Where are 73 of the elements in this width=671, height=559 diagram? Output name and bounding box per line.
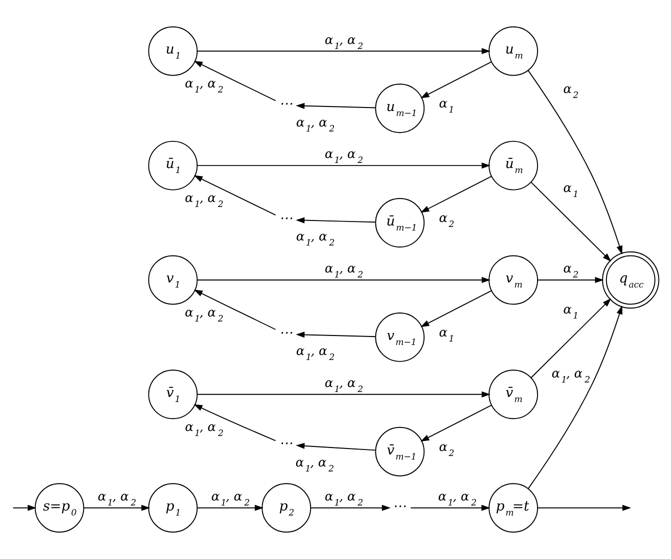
node-circle: s=p$_{0}$ <box>34 483 84 533</box>
node-circle: p$_{1}$ <box>148 483 198 533</box>
arrow <box>296 332 376 338</box>
arrow <box>420 404 492 442</box>
node-text: ⋯ <box>279 210 294 226</box>
edge-label: α$_{1}$, α$_{2}$ <box>324 260 364 281</box>
node-circle: p$_{m}$=t <box>488 483 538 533</box>
node-circle: ū$_{1}$ <box>148 140 198 190</box>
edge-label: α$_{2}$ <box>439 438 454 459</box>
edge-label: α$_{1}$, α$_{2}$ <box>98 488 136 509</box>
node-circle: u$_{m−1}$ <box>375 84 425 134</box>
node-circle: u$_{1}$ <box>148 26 198 76</box>
node-text: ⋯ <box>392 498 407 514</box>
edge-label: α$_{1}$, α$_{2}$ <box>296 114 335 134</box>
arrow <box>196 504 264 511</box>
arrow <box>194 175 276 216</box>
arrow <box>537 504 632 511</box>
edge-label: α$_{1}$, α$_{2}$ <box>296 343 335 364</box>
arrow <box>528 70 622 254</box>
edge-label: α$_{2}$ <box>563 81 579 102</box>
arrow <box>194 60 276 102</box>
edge-label: α$_{1}$ <box>563 180 579 200</box>
edge-label: α$_{1}$, α$_{2}$ <box>552 365 590 386</box>
node-text: ⋯ <box>279 96 294 112</box>
node-circle: u$_{m}$ <box>488 26 538 76</box>
edge-label: α$_{1}$, α$_{2}$ <box>324 488 364 509</box>
edge-label: α$_{2}$ <box>439 210 454 230</box>
arrow <box>196 162 490 169</box>
node-circle: ū$_{m−1}$ <box>375 198 425 248</box>
arrow <box>296 217 376 224</box>
node-circle: v$_{m}$ <box>488 255 538 305</box>
node-circle: v$_{m−1}$ <box>375 312 425 362</box>
node-text: ⋯ <box>279 324 294 341</box>
edge-label: α$_{1}$, α$_{2}$ <box>184 304 224 324</box>
node-circle: v̄$_{m−1}$ <box>375 426 425 476</box>
arrow <box>194 404 276 442</box>
edge-label: α$_{1}$ <box>563 301 579 322</box>
arrow <box>420 61 492 98</box>
node-circle: v$_{1}$ <box>148 255 198 305</box>
arrow <box>296 102 376 109</box>
arrow <box>528 305 622 490</box>
edge-label: α$_{1}$, α$_{2}$ <box>211 488 250 509</box>
arrow <box>296 442 376 451</box>
node-circle: v̄$_{1}$ <box>148 370 198 420</box>
edge-label: α$_{1}$, α$_{2}$ <box>324 146 364 166</box>
node-circle: v̄$_{m}$ <box>488 370 538 420</box>
arrow <box>196 276 490 284</box>
edge-label: α$_{1}$, α$_{2}$ <box>438 488 477 509</box>
edge-label: α$_{1}$, α$_{2}$ <box>324 375 364 396</box>
edge-label: α$_{1}$, α$_{2}$ <box>324 32 364 52</box>
edge-label: α$_{1}$ <box>439 324 454 344</box>
arrow <box>194 290 276 330</box>
edge-label: α$_{2}$ <box>563 260 579 281</box>
arrow <box>196 391 490 398</box>
arrow <box>83 504 150 511</box>
edge-label: α$_{1}$, α$_{2}$ <box>184 190 224 210</box>
arrow <box>537 276 604 284</box>
arrow <box>310 504 391 511</box>
arrow <box>410 504 490 511</box>
node-text: ⋯ <box>279 435 294 452</box>
node-circle: p$_{2}$ <box>262 483 312 533</box>
edge-label: α$_{1}$, α$_{2}$ <box>184 76 224 96</box>
arrow <box>12 504 36 511</box>
edge-label: α$_{1}$, α$_{2}$ <box>184 418 224 439</box>
edge-label: α$_{1}$, α$_{2}$ <box>296 454 334 475</box>
arrow <box>530 182 612 262</box>
edge-label: α$_{1}$ <box>439 96 454 116</box>
arrow <box>420 290 492 328</box>
arrow <box>420 176 492 213</box>
node-circle: ū$_{m}$ <box>488 140 538 190</box>
edge-label: α$_{1}$, α$_{2}$ <box>296 228 335 249</box>
arrow <box>530 298 612 378</box>
arrow <box>196 48 490 54</box>
